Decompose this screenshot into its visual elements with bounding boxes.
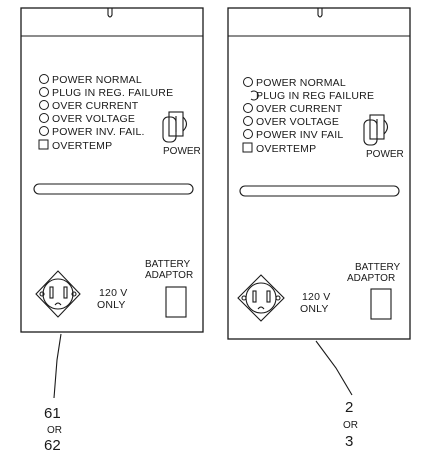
outlet-icon [35, 270, 81, 318]
right-panel-body [227, 7, 411, 340]
outlet-voltage-label: 120 V [99, 287, 127, 299]
power-switch-icon [162, 111, 188, 143]
power-switch-label: POWER [366, 149, 404, 160]
indicator-overtemp [38, 139, 49, 150]
indicator-power-normal [39, 74, 49, 84]
left-ref-number: 61 [44, 405, 61, 422]
adaptor-label: ADAPTOR [347, 273, 395, 284]
left-ref-or: OR [47, 425, 62, 436]
indicator-label: POWER NORMAL [52, 74, 142, 86]
indicator-over-voltage [243, 116, 253, 126]
left-panel-slot [33, 183, 194, 195]
indicator-over-current [39, 100, 49, 110]
indicator-label: POWER INV FAIL [256, 129, 343, 141]
indicator-power-inv-fail [243, 129, 253, 139]
left-leader-line [53, 333, 62, 399]
indicator-plug-in-reg-failure [39, 87, 49, 97]
right-panel: POWER NORMAL PLUG IN REG FAILURE OVER CU… [227, 7, 411, 450]
right-ref-alt: 3 [345, 433, 353, 450]
indicator-over-voltage [39, 113, 49, 123]
indicator-label: POWER INV. FAIL. [52, 126, 145, 138]
outlet-voltage-label: 120 V [302, 291, 330, 303]
left-panel-body [20, 7, 204, 333]
outlet-icon [237, 274, 285, 322]
battery-label: BATTERY [355, 262, 401, 273]
right-ref-number: 2 [345, 399, 353, 416]
indicator-label: OVER CURRENT [256, 103, 343, 115]
indicator-label: OVER VOLTAGE [52, 113, 135, 125]
power-switch-label: POWER [163, 146, 201, 157]
indicator-label: OVER CURRENT [52, 100, 139, 112]
left-ref-alt: 62 [44, 437, 61, 454]
indicator-over-current [243, 103, 253, 113]
left-panel-notch [107, 8, 113, 18]
outlet-only-label: ONLY [97, 299, 126, 311]
right-leader-line [315, 340, 353, 396]
indicator-label: POWER NORMAL [256, 77, 346, 89]
right-panel-slot [239, 185, 400, 197]
indicator-power-normal [243, 77, 253, 87]
power-switch-icon [363, 114, 389, 146]
overtemp-label: OVERTEMP [256, 143, 316, 155]
left-panel: POWER NORMAL PLUG IN REG. FAILURE OVER C… [20, 7, 204, 454]
indicator-label: PLUG IN REG FAILURE [256, 90, 374, 102]
overtemp-label: OVERTEMP [52, 140, 112, 152]
adaptor-label: ADAPTOR [145, 270, 193, 281]
battery-adaptor-port [165, 286, 187, 318]
indicator-label: PLUG IN REG. FAILURE [52, 87, 173, 99]
indicator-overtemp [242, 142, 253, 153]
right-ref-or: OR [343, 420, 358, 431]
battery-label: BATTERY [145, 259, 191, 270]
right-panel-notch [317, 8, 323, 18]
indicator-label: OVER VOLTAGE [256, 116, 339, 128]
outlet-only-label: ONLY [300, 303, 329, 315]
indicator-plug-in-reg-failure [250, 90, 259, 101]
indicator-power-inv-fail [39, 126, 49, 136]
battery-adaptor-port [370, 288, 392, 320]
